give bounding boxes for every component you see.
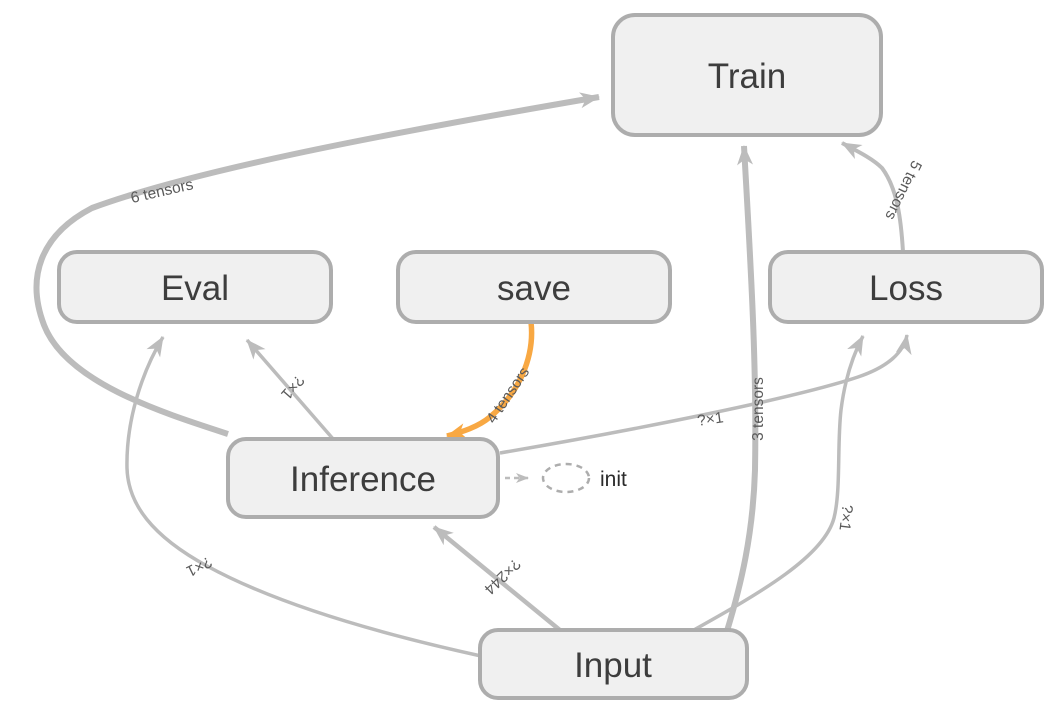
node-loss-box[interactable] xyxy=(768,250,1044,324)
node-inference[interactable]: Inference xyxy=(226,437,500,519)
node-train-label: Train xyxy=(708,57,786,96)
node-input[interactable]: Input xyxy=(478,628,749,700)
node-inference-box[interactable] xyxy=(226,437,500,519)
edge-label-6-tensors: 6 tensors xyxy=(129,176,195,207)
edge-input-to-loss xyxy=(691,335,865,633)
node-input-label: Input xyxy=(574,646,652,685)
node-eval-label: Eval xyxy=(161,269,229,308)
node-init-label: init xyxy=(600,468,627,491)
edge-save-to-inference xyxy=(446,321,535,439)
edge-label-inference-eval-shape: ?×1 xyxy=(277,371,307,402)
edges xyxy=(33,92,912,658)
node-eval[interactable]: Eval xyxy=(57,250,333,324)
node-init-ellipse[interactable] xyxy=(541,462,591,494)
edge-loss-to-train xyxy=(841,141,905,253)
node-init[interactable]: init xyxy=(541,462,627,494)
node-save-label: save xyxy=(497,269,571,308)
edge-input-to-inference xyxy=(432,525,563,633)
node-train-box[interactable] xyxy=(611,13,883,137)
edge-label-4-tensors: 4 tensors xyxy=(483,364,533,427)
edge-inference-to-eval xyxy=(245,338,336,442)
node-save-box[interactable] xyxy=(396,250,672,324)
node-loss-label: Loss xyxy=(869,269,943,308)
edge-labels: 6 tensors ?×1 ?×1 4 tensors ?×244 ?×1 3 … xyxy=(129,158,925,598)
node-eval-box[interactable] xyxy=(57,250,333,324)
node-train[interactable]: Train xyxy=(611,13,883,137)
node-save[interactable]: save xyxy=(396,250,672,324)
edge-label-3-tensors: 3 tensors xyxy=(750,377,767,441)
edge-inference-to-train xyxy=(33,92,600,437)
node-loss[interactable]: Loss xyxy=(768,250,1044,324)
node-input-box[interactable] xyxy=(478,628,749,700)
edge-label-input-inference-shape: ?×244 xyxy=(480,555,523,598)
node-inference-label: Inference xyxy=(290,460,436,499)
edge-inference-to-loss xyxy=(499,334,912,455)
edge-input-to-train xyxy=(724,145,759,632)
edge-input-to-eval xyxy=(125,336,482,658)
edge-label-inference-loss-shape: ?×1 xyxy=(696,409,724,429)
edge-label-input-loss-shape: ?×1 xyxy=(835,503,855,531)
edge-label-5-tensors: 5 tensors xyxy=(881,158,924,223)
